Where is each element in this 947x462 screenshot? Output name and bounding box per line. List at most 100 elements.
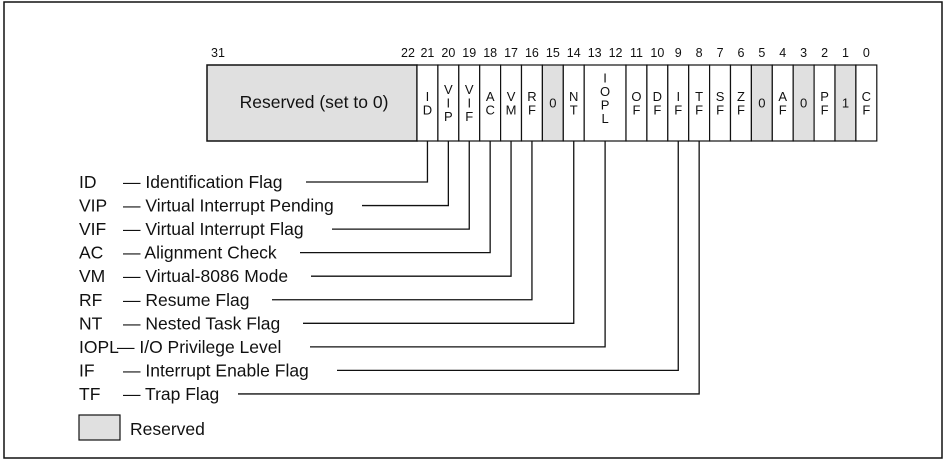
flag-cell-char: T [570,102,578,117]
flag-cell-char: 0 [549,96,556,111]
bit-number: 1 [842,46,849,60]
legend-abbr: IF [79,360,95,380]
bit-number: 17 [504,46,518,60]
bit-number: 5 [758,46,765,60]
flag-cell-char: S [716,89,725,104]
bit-number: 2 [821,46,828,60]
leader-line [362,141,450,207]
legend-abbr: VIF [79,219,106,239]
flag-cell-char: V [507,89,516,104]
flag-cell-char: F [528,102,536,117]
flag-cell-char: F [695,102,703,117]
legend-text: — Alignment Check [123,243,277,263]
legend-abbr: NT [79,313,103,333]
flag-cell-char: F [674,102,682,117]
bit-number: 13 [588,46,602,60]
bit-number: 8 [696,46,703,60]
flag-cell-char: O [600,84,610,99]
bit-number: 6 [737,46,744,60]
legend-text: — Interrupt Enable Flag [123,360,309,380]
leader-line [311,141,512,277]
reserved-field-label: Reserved (set to 0) [240,92,389,112]
flag-cell-char: I [426,89,430,104]
flag-cell-char: F [632,102,640,117]
flag-cell-char: C [485,102,494,117]
bit-number: 22 [401,46,415,60]
legend-text: — I/O Privilege Level [117,337,281,357]
flag-cell-char: F [821,102,829,117]
flag-cell-char: D [423,102,432,117]
leader-line [300,141,491,254]
bit-number: 20 [441,46,455,60]
flag-cell-char: C [862,89,871,104]
legend-text: — Resume Flag [123,290,249,310]
legend-text: — Identification Flag [123,172,283,192]
reserved-key-swatch [78,414,121,441]
legend-abbr: VIP [79,196,107,216]
legend-abbr: RF [79,290,102,310]
flag-cell-char: I [447,96,451,111]
flag-cell-char: P [444,109,453,124]
bit-number: 31 [211,46,225,60]
flag-cell-char: I [467,96,471,111]
flag-cell-char: F [737,102,745,117]
bit-number: 0 [863,46,870,60]
leader-line [272,141,533,301]
reserved-bits-31-22 [206,64,418,142]
leader-line [238,141,700,395]
reserved-key-label: Reserved [130,419,205,439]
legend-abbr: AC [79,243,103,263]
flag-cell-char: F [653,102,661,117]
flag-cell-char: P [820,89,829,104]
flag-cell-char: Z [737,89,745,104]
flag-cell-char: F [465,109,473,124]
flag-cell-char: V [465,82,474,97]
legend-text: — Virtual Interrupt Pending [123,196,334,216]
bit-number: 10 [650,46,664,60]
leader-line [337,141,679,372]
legend-text: — Trap Flag [123,384,219,404]
flag-cell-char: 1 [842,96,849,111]
bit-number: 14 [567,46,581,60]
legend-abbr: ID [79,172,97,192]
flag-cell-char: I [676,89,680,104]
bit-number: 21 [420,46,434,60]
bit-number: 3 [800,46,807,60]
flag-cell-char: R [527,89,536,104]
leader-line [310,141,606,348]
legend-text: — Virtual Interrupt Flag [123,219,304,239]
bit-number: 16 [525,46,539,60]
flag-cell-char: F [779,102,787,117]
bit-number: 18 [483,46,497,60]
flag-cell-char: I [603,70,607,85]
legend-abbr: IOPL [79,337,119,357]
flag-cell-char: O [631,89,641,104]
bit-number: 19 [462,46,476,60]
flag-cell-char: F [716,102,724,117]
leader-line [306,141,429,183]
leader-line [303,141,575,324]
legend-text: — Virtual-8086 Mode [123,266,288,286]
flag-cell-char: M [506,102,517,117]
flag-cell-char: A [486,89,495,104]
flag-cell-char: V [444,82,453,97]
flag-cell-char: T [695,89,703,104]
bit-number: 7 [717,46,724,60]
flag-cell-char: 0 [800,96,807,111]
flag-cell-char: P [601,97,610,112]
flag-cell-char: 0 [758,96,765,111]
leader-lines [238,141,700,395]
legend-abbr: TF [79,384,100,404]
flag-cell [583,64,627,142]
leader-line [332,141,470,230]
flag-cell-char: L [601,111,608,126]
legend-text: — Nested Task Flag [123,313,280,333]
flag-cell-char: A [778,89,787,104]
bit-number: 15 [546,46,560,60]
bit-number: 9 [675,46,682,60]
